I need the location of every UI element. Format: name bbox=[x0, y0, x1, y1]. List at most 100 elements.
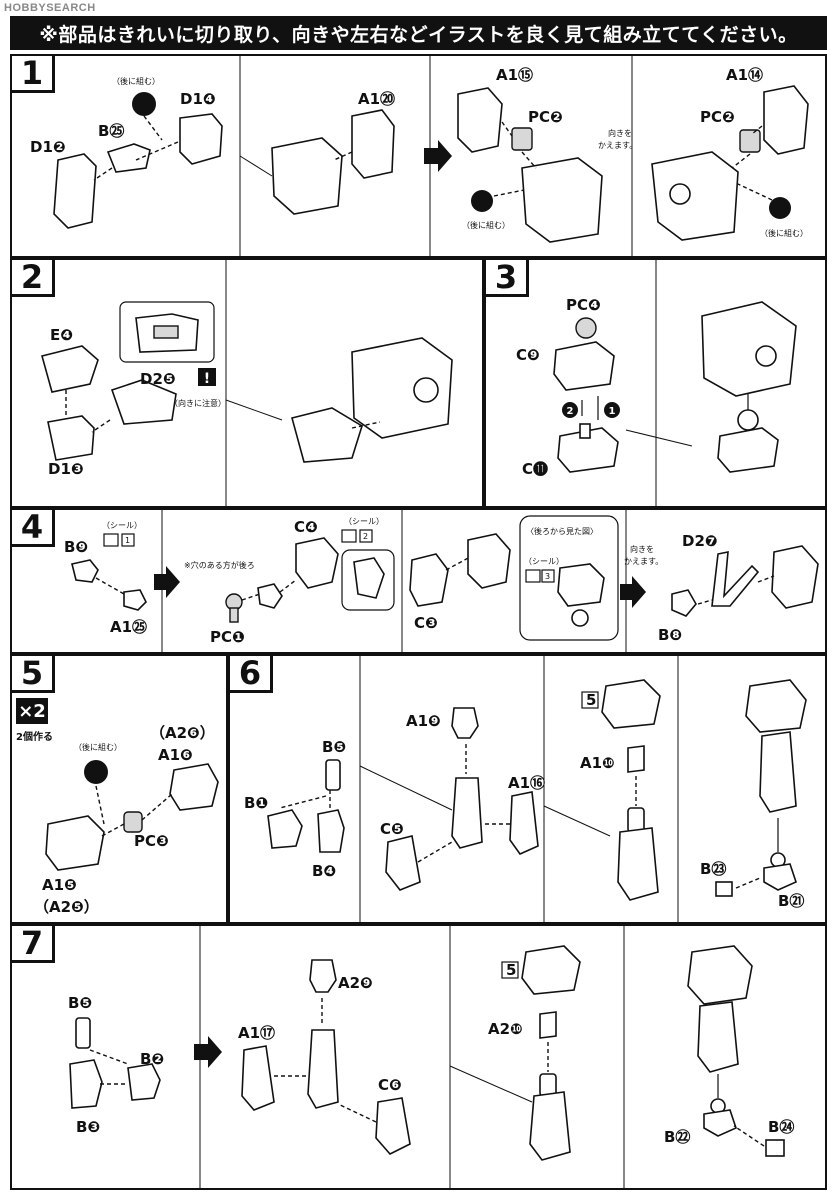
label-b24: B㉔ bbox=[768, 1118, 794, 1136]
label-seal-2: （シール） bbox=[344, 517, 384, 526]
svg-text:1: 1 bbox=[125, 536, 130, 545]
part-a2-9 bbox=[309, 959, 337, 993]
step-3-panel: 3 PC❹ C❾ 2 1 C⓫ bbox=[484, 258, 827, 508]
step-6-panel: 6 B❺ B❶ B❹ A1❾ A1⑯ C❺ 5 A1❿ bbox=[228, 654, 827, 924]
part-b4 bbox=[317, 809, 345, 853]
part-b9 bbox=[71, 559, 99, 583]
part-b23 bbox=[715, 881, 733, 897]
label-later: （後に組む） bbox=[112, 76, 160, 86]
part-a2-10 bbox=[539, 1011, 557, 1039]
label-d2-5: D2❺ bbox=[140, 370, 176, 388]
label-c4: C❹ bbox=[294, 518, 318, 536]
label-b3: B❸ bbox=[76, 1118, 100, 1136]
part-a1-25 bbox=[123, 589, 147, 611]
label-pc2-b: PC❷ bbox=[700, 108, 735, 126]
label-c6: C❻ bbox=[378, 1076, 402, 1094]
part-frame-arm bbox=[451, 777, 483, 849]
part-chest-front bbox=[291, 407, 363, 463]
part-pc4 bbox=[575, 317, 597, 339]
next-arrow bbox=[154, 566, 180, 598]
part-a1-10 bbox=[627, 745, 645, 773]
label-b5: B❺ bbox=[68, 994, 92, 1012]
label-b23: B㉓ bbox=[700, 860, 726, 878]
part-d2-5 bbox=[110, 379, 177, 425]
part-b3 bbox=[69, 1059, 103, 1109]
step-7-panel: 7 B❺ B❷ B❸ A2❾ A1⑰ C❻ 5 A2❿ bbox=[10, 924, 827, 1190]
label-d2-7: D2❼ bbox=[682, 532, 718, 550]
step-mark-2 bbox=[562, 402, 578, 418]
step-5-panel: 5 ×2 2個作る （A2❻） A1❻ （後に組む） PC❸ A1❺ （A2❺） bbox=[10, 654, 228, 924]
later-marker bbox=[84, 760, 108, 784]
part-a1-5 bbox=[45, 815, 105, 871]
next-arrow bbox=[424, 140, 452, 172]
step-number: 3 bbox=[486, 258, 529, 297]
part-arm-top bbox=[687, 945, 753, 1005]
part-d2-7 bbox=[711, 551, 760, 607]
label-turn-2: かえます。 bbox=[624, 557, 663, 566]
label-later-3: （後に組む） bbox=[760, 228, 808, 238]
label-seal: （シール） bbox=[102, 521, 142, 530]
label-a1-9: A1❾ bbox=[406, 712, 441, 730]
part-a1-14 bbox=[763, 85, 809, 155]
part-head-complete bbox=[771, 545, 819, 609]
label-c5: C❺ bbox=[380, 820, 404, 838]
label-a2-6: （A2❻） bbox=[150, 724, 215, 742]
label-b2: B❷ bbox=[140, 1050, 164, 1068]
step-mark-1 bbox=[604, 402, 620, 418]
step-number: 6 bbox=[230, 654, 273, 693]
part-body-core bbox=[271, 137, 343, 215]
label-later-2: （後に組む） bbox=[462, 220, 510, 230]
caution-mark: ! bbox=[204, 371, 210, 387]
label-b4: B❹ bbox=[312, 862, 336, 880]
label-pc2-a: PC❷ bbox=[528, 108, 563, 126]
part-pc2-b bbox=[739, 129, 761, 153]
make-two-label: 2個作る bbox=[16, 732, 53, 743]
label-turn: 向きを bbox=[608, 128, 632, 138]
label-b9: B❾ bbox=[64, 538, 88, 556]
ref-step-5: 5 bbox=[506, 961, 516, 979]
part-c4 bbox=[295, 537, 339, 589]
label-a1-10: A1❿ bbox=[580, 754, 615, 772]
label-b5: B❺ bbox=[322, 738, 346, 756]
label-pc4: PC❹ bbox=[566, 296, 601, 314]
part-b2 bbox=[127, 1063, 161, 1101]
label-d1-2: D1❷ bbox=[30, 138, 66, 156]
part-head-assembly bbox=[701, 301, 797, 397]
step-1-panel: 1 （後に組む） D1❹ B㉕ D1❷ A1⑳ A1⑮ PC❷ （ bbox=[10, 54, 827, 258]
label-c9: C❾ bbox=[516, 346, 540, 364]
label-b22: B㉒ bbox=[664, 1128, 690, 1146]
part-c9 bbox=[553, 341, 615, 391]
part-c5 bbox=[385, 835, 421, 891]
label-a2-5: （A2❺） bbox=[34, 898, 99, 916]
part-body-with-head bbox=[351, 337, 453, 439]
part-arm-mid bbox=[697, 1001, 739, 1073]
part-body-assembly-rear bbox=[651, 151, 739, 241]
step-number: 2 bbox=[12, 258, 55, 297]
svg-text:2: 2 bbox=[567, 406, 574, 417]
part-frame-arm bbox=[307, 1029, 339, 1109]
label-d1-3: D1❸ bbox=[48, 460, 84, 478]
step-1-illustration: （後に組む） D1❹ B㉕ D1❷ A1⑳ A1⑮ PC❷ （後に組む） A1⑭… bbox=[30, 56, 809, 256]
part-a1-20 bbox=[351, 109, 395, 179]
part-d1-4 bbox=[179, 113, 223, 165]
part-b8 bbox=[671, 589, 697, 617]
svg-text:2: 2 bbox=[363, 532, 368, 541]
label-a1-25: A1㉕ bbox=[110, 618, 147, 636]
later-marker bbox=[132, 92, 156, 116]
label-b21: B㉑ bbox=[778, 892, 804, 910]
part-a1-9 bbox=[451, 707, 479, 739]
label-pc3: PC❸ bbox=[134, 832, 169, 850]
step-3-illustration: PC❹ C❾ 2 1 C⓫ bbox=[516, 260, 797, 506]
ref-step-5: 5 bbox=[586, 691, 596, 709]
step-number: 5 bbox=[12, 654, 55, 693]
step-number: 4 bbox=[12, 508, 55, 547]
part-d1-2 bbox=[53, 153, 97, 229]
part-a1-16 bbox=[509, 791, 539, 855]
label-pc1: PC❶ bbox=[210, 628, 245, 646]
svg-text:1: 1 bbox=[609, 406, 616, 417]
label-a1-6: A1❻ bbox=[158, 746, 193, 764]
part-shoulder bbox=[521, 945, 581, 995]
label-a1-15: A1⑮ bbox=[496, 66, 533, 84]
label-turn: 向きを bbox=[630, 544, 654, 554]
part-b1 bbox=[267, 809, 303, 849]
